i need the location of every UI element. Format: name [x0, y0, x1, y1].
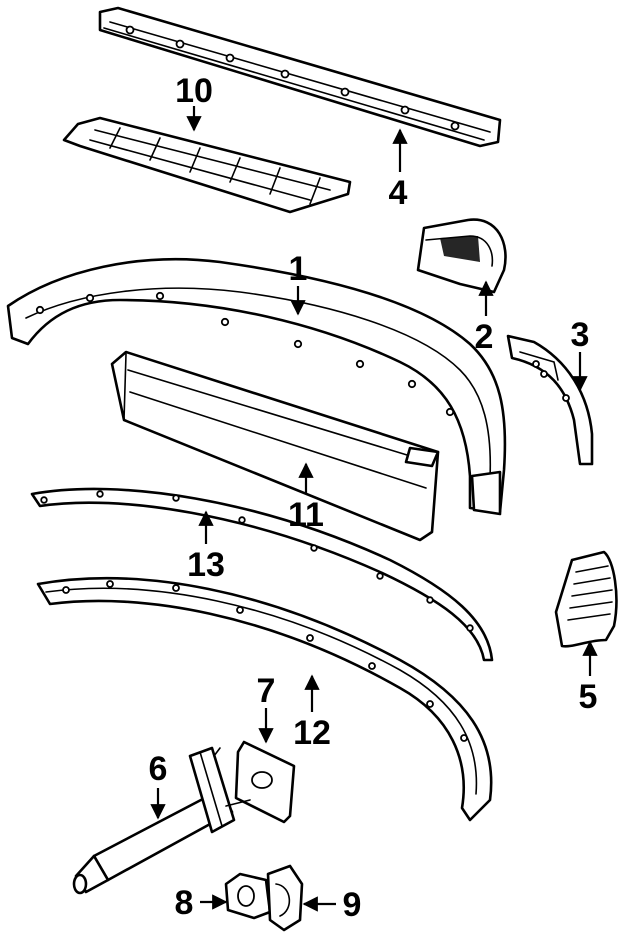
part-2-corner-bracket	[416, 218, 507, 294]
part-8-clamp	[224, 872, 272, 920]
callout-12: 12	[293, 714, 331, 752]
part-6-shock-absorber	[72, 746, 251, 895]
part-1-bumper-cover	[6, 257, 507, 516]
callout-4: 4	[389, 174, 408, 212]
callout-7: 7	[257, 672, 276, 710]
callout-6: 6	[149, 750, 168, 788]
part-9-bracket	[266, 864, 304, 932]
callout-8: 8	[175, 884, 194, 922]
callout-5: 5	[579, 678, 598, 716]
part-11-energy-absorber	[110, 350, 440, 542]
callout-1: 1	[289, 250, 308, 288]
callout-10: 10	[175, 72, 213, 110]
part-3-side-bracket	[506, 334, 594, 466]
callout-13: 13	[187, 546, 225, 584]
callout-11: 11	[288, 496, 324, 534]
part-4-upper-reinforcement-bar	[98, 6, 502, 148]
part-7-mounting-plate	[234, 740, 296, 824]
part-12-lower-valance	[36, 576, 493, 822]
callout-2: 2	[475, 318, 494, 356]
callout-9: 9	[343, 886, 362, 924]
callout-3: 3	[571, 316, 590, 354]
part-10-shield-panel	[62, 116, 352, 214]
callout-leaders	[150, 106, 598, 912]
part-5-deflector-bracket	[554, 550, 618, 648]
callout-labels: 10 4 1 2 3 11 13 5 12 7 6 8 9	[149, 72, 598, 924]
